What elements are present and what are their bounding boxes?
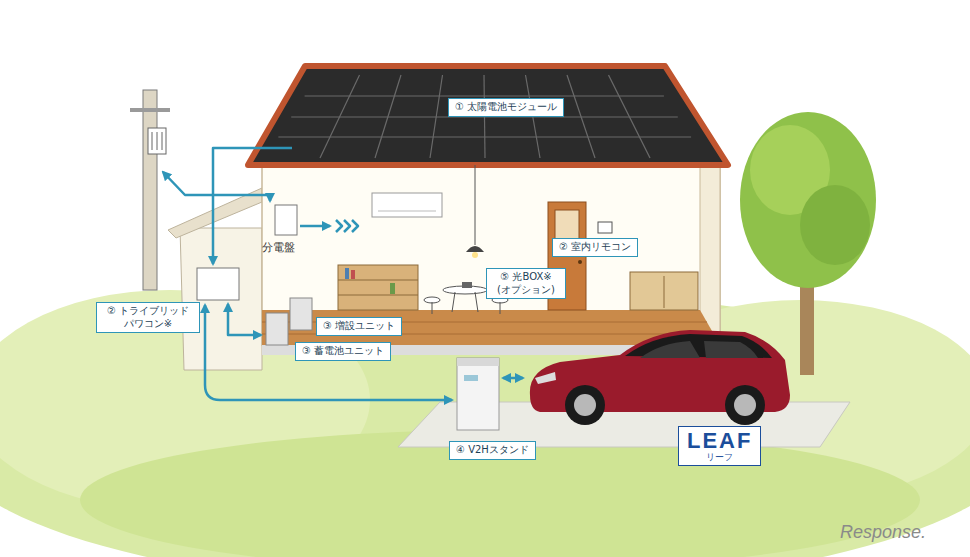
callout-box: ③ 蓄電池ユニット (295, 342, 391, 361)
callout-box: ② 室内リモコン (552, 238, 638, 257)
callout-box: ① 太陽電池モジュール (448, 98, 564, 117)
callout-text: ② 室内リモコン (559, 241, 631, 254)
part-label: 分電盤 (262, 240, 295, 255)
callout-box: ⑤ 光BOX※ (オプション) (486, 268, 566, 299)
callout-text: ⑤ 光BOX※ (オプション) (493, 271, 559, 296)
logo-subtext: リーフ (687, 452, 752, 463)
logo-box: LEAFリーフ (678, 426, 761, 466)
callout-box: ② トライブリッド パワコン※ (96, 302, 200, 333)
callout-box: ③ 増設ユニット (316, 317, 402, 336)
callout-text: ④ V2Hスタンド (456, 444, 529, 457)
callout-text: ③ 増設ユニット (323, 320, 395, 333)
logo-text: LEAF (687, 430, 752, 452)
callout-box: ④ V2Hスタンド (449, 441, 536, 460)
callout-text: ① 太陽電池モジュール (455, 101, 557, 114)
callout-text: ② トライブリッド パワコン※ (103, 305, 193, 330)
callout-text: ③ 蓄電池ユニット (302, 345, 384, 358)
watermark: Response. (840, 522, 926, 543)
